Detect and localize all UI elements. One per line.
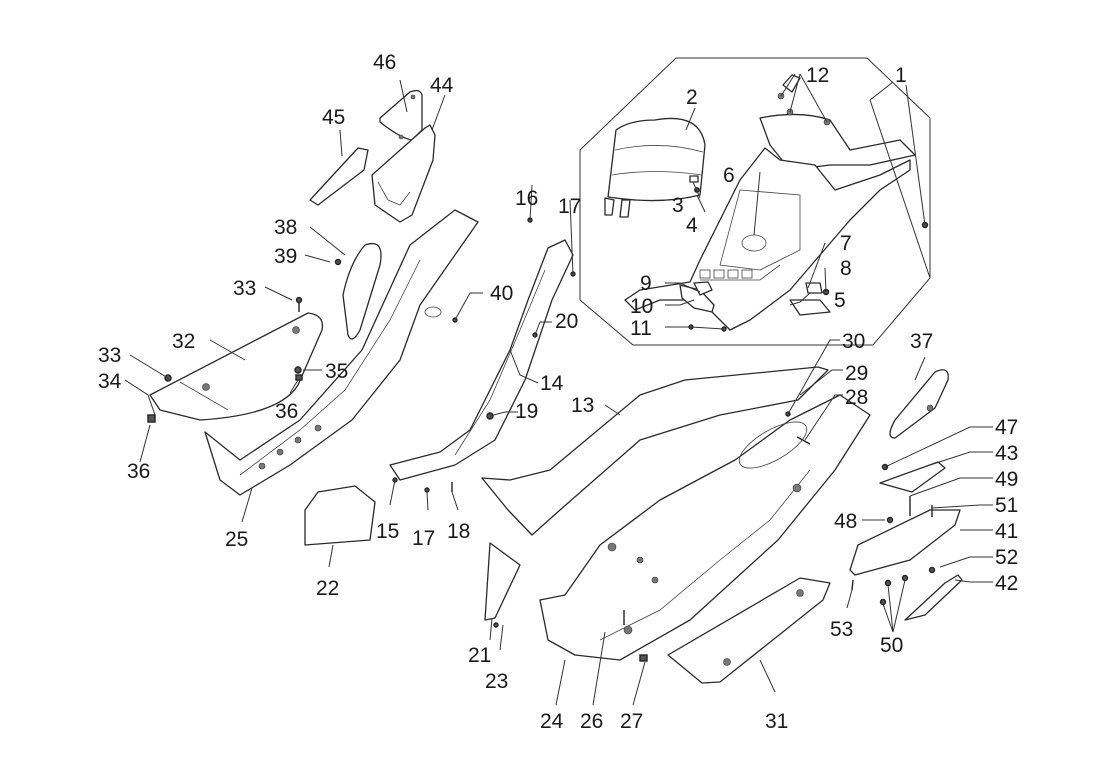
label-24: 24: [540, 710, 564, 733]
part-labels: 1 2 3 4 5 6 7 8 9 10 11 12 13 14 15 16 1…: [98, 51, 1018, 733]
label-36a: 36: [275, 400, 298, 423]
label-7: 7: [840, 232, 852, 255]
label-42: 42: [995, 572, 1018, 595]
label-4: 4: [686, 214, 698, 237]
label-16: 16: [515, 187, 538, 210]
label-50: 50: [880, 634, 903, 657]
label-6: 6: [723, 164, 735, 187]
label-36b: 36: [127, 460, 150, 483]
label-33a: 33: [233, 277, 256, 300]
label-12: 12: [806, 64, 829, 87]
label-34: 34: [98, 370, 122, 393]
label-14: 14: [540, 372, 564, 395]
part-24-floor-panel: [539, 394, 871, 661]
part-43-plate: [879, 461, 946, 493]
label-5: 5: [834, 289, 846, 312]
part-41-grab-rail: [849, 509, 961, 576]
label-8: 8: [840, 257, 852, 280]
label-51: 51: [995, 494, 1018, 517]
label-3: 3: [672, 194, 684, 217]
label-49: 49: [995, 468, 1018, 491]
label-23: 23: [485, 670, 508, 693]
label-40: 40: [490, 282, 513, 305]
part-2-lid: [604, 117, 706, 218]
part-21-bracket: [484, 542, 521, 621]
part-37-cover: [889, 369, 949, 439]
label-29: 29: [845, 362, 868, 385]
label-15: 15: [376, 520, 399, 543]
label-39: 39: [274, 245, 297, 268]
label-11: 11: [630, 317, 652, 340]
label-27: 27: [620, 710, 643, 733]
label-13: 13: [571, 394, 594, 417]
label-28: 28: [845, 386, 868, 409]
label-22: 22: [316, 577, 339, 600]
label-53: 53: [830, 618, 853, 641]
label-10: 10: [630, 295, 653, 318]
label-31: 31: [765, 710, 788, 733]
label-26: 26: [580, 710, 603, 733]
label-45: 45: [322, 106, 345, 129]
label-41: 41: [995, 520, 1018, 543]
label-25: 25: [225, 528, 248, 551]
part-5-7-8-hinge: [789, 282, 831, 316]
part-45-trim: [309, 147, 369, 206]
label-21: 21: [468, 644, 491, 667]
leader-lines: [124, 73, 993, 706]
label-1: 1: [895, 64, 907, 87]
label-17b: 17: [412, 527, 435, 550]
label-19: 19: [515, 400, 538, 423]
part-1-central-body: [624, 74, 916, 331]
part-3-clip: [689, 175, 699, 183]
label-32: 32: [172, 330, 195, 353]
label-17a: 17: [558, 195, 581, 218]
assembly-boundary-1: [579, 57, 931, 346]
label-48: 48: [834, 510, 857, 533]
label-20: 20: [555, 310, 578, 333]
label-52: 52: [995, 546, 1018, 569]
label-44: 44: [430, 74, 454, 97]
label-47: 47: [995, 416, 1018, 439]
label-18: 18: [447, 520, 470, 543]
part-14-rail: [389, 239, 574, 481]
part-44-bracket: [371, 124, 436, 223]
label-37: 37: [910, 330, 933, 353]
part-31-floor-mat: [667, 577, 831, 684]
label-30: 30: [842, 330, 865, 353]
label-38: 38: [274, 216, 297, 239]
part-32-floor-mat: [149, 312, 324, 421]
label-43: 43: [995, 442, 1018, 465]
label-2: 2: [686, 86, 698, 109]
part-42-trim: [904, 574, 963, 621]
part-22-cover: [304, 485, 376, 546]
label-33b: 33: [98, 344, 121, 367]
part-38-panel: [342, 242, 382, 340]
part-46-plate: [379, 89, 423, 141]
label-9: 9: [640, 272, 652, 295]
label-35: 35: [325, 360, 348, 383]
label-46: 46: [373, 51, 396, 74]
